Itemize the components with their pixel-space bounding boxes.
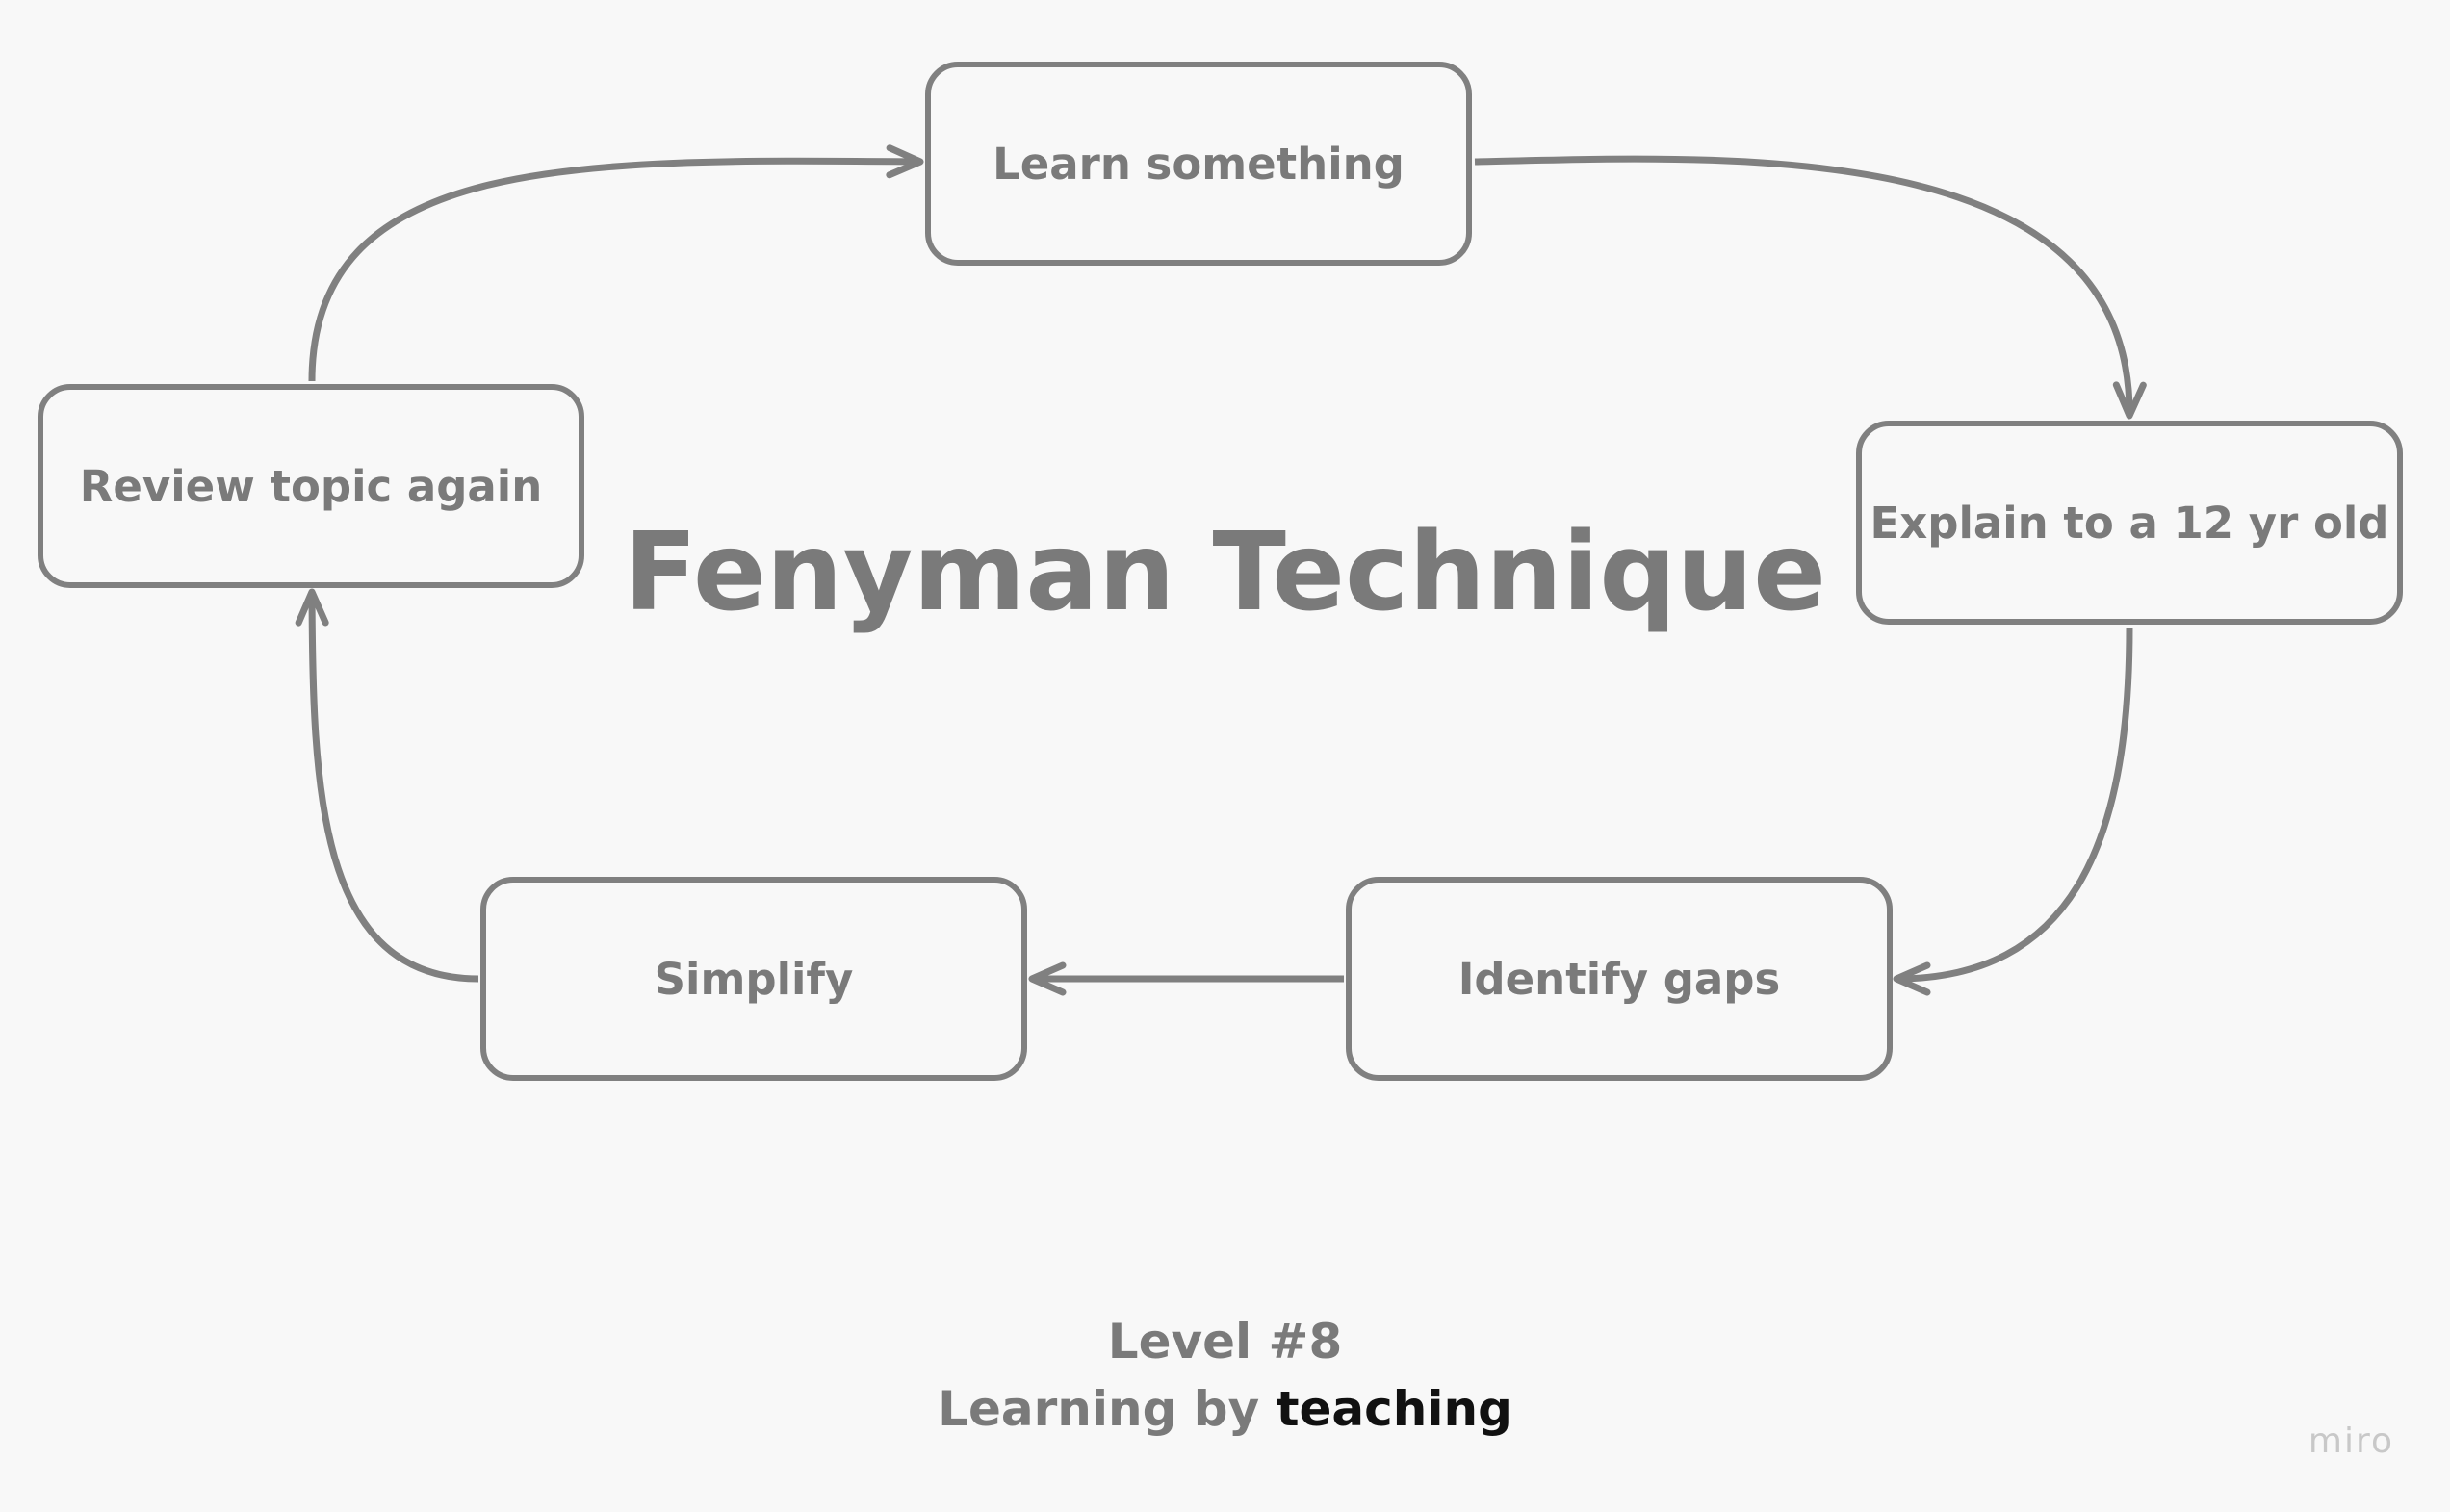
arrow-review-to-learn: [308, 144, 924, 382]
arrow-explain-to-gaps: [1893, 627, 2133, 996]
node-review-topic-again[interactable]: Review topic again: [38, 384, 584, 588]
node-label: Learn something: [993, 138, 1405, 190]
footer-tagline: Learning by teaching: [0, 1381, 2450, 1437]
node-label: Review topic again: [79, 460, 543, 512]
node-simplify[interactable]: Simplify: [480, 877, 1027, 1081]
node-label: Explain to a 12 yr old: [1870, 497, 2389, 549]
node-label: Simplify: [654, 953, 854, 1005]
footer-level: Level #8: [1107, 1314, 1343, 1370]
arrow-learn-to-explain: [1474, 155, 2147, 420]
node-explain-to-a-12-yr-old[interactable]: Explain to a 12 yr old: [1856, 421, 2403, 625]
node-identify-gaps[interactable]: Identify gaps: [1346, 877, 1893, 1081]
diagram-title: Fenyman Technique: [623, 510, 1827, 635]
node-label: Identify gaps: [1457, 953, 1781, 1005]
node-learn-something[interactable]: Learn something: [925, 62, 1472, 266]
footer-tagline-prefix: Learning by: [938, 1381, 1260, 1437]
footer-tagline-emphasis: teaching: [1276, 1381, 1512, 1437]
miro-watermark: miro: [2308, 1422, 2394, 1461]
arrow-simplify-to-review: [295, 588, 479, 983]
